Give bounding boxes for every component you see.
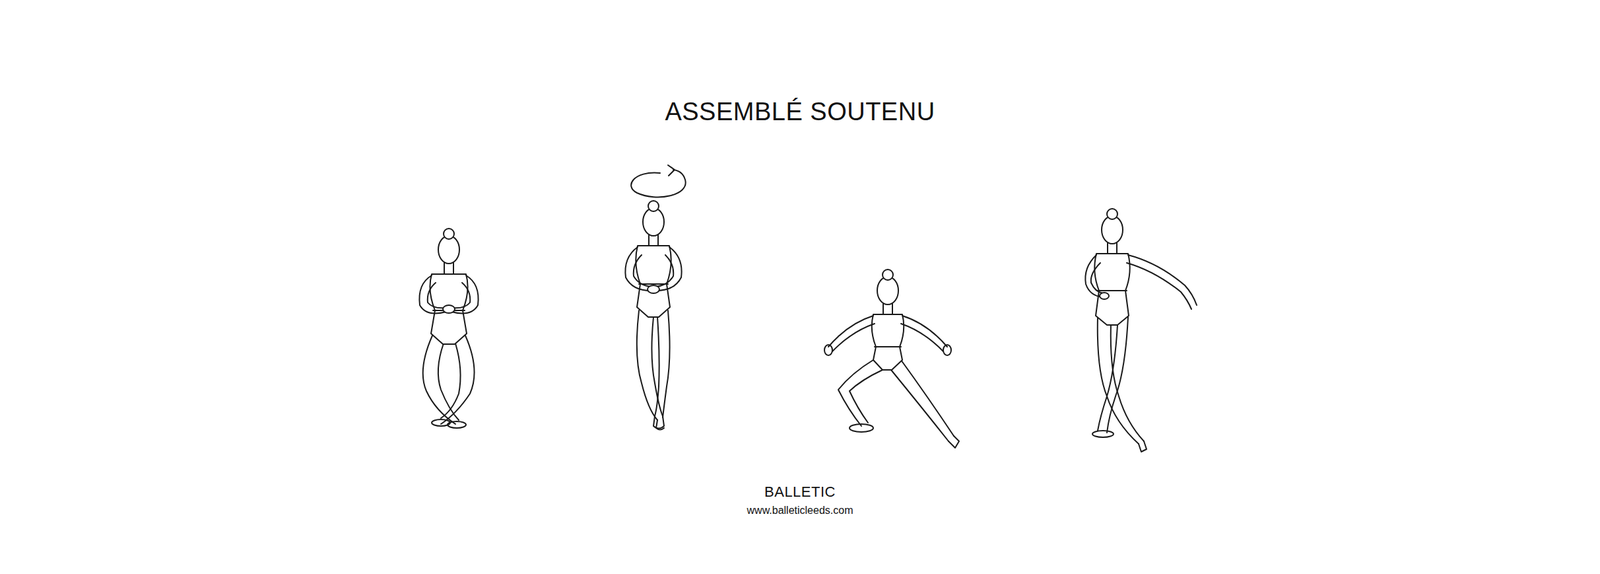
diagram-title: ASSEMBLÉ SOUTENU (664, 97, 935, 127)
dancer-figure (1085, 208, 1197, 452)
turn-arrow (631, 165, 686, 197)
brand-name: BALLETIC (764, 483, 836, 501)
dancer-figure (625, 200, 682, 430)
website-url: www.balleticleeds.com (747, 504, 854, 517)
dancer-figure (419, 228, 478, 428)
dancer-figure (824, 269, 960, 448)
